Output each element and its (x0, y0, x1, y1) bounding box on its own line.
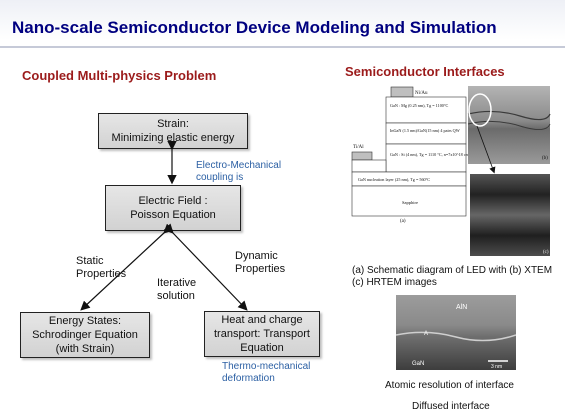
scale-label: 3 nm (491, 364, 502, 370)
thermo-mechanical-note: Thermo-mechanical deformation (222, 361, 310, 385)
zoom-ellipse (468, 93, 492, 127)
layer-sapphire (351, 185, 467, 217)
heat-transport-box: Heat and charge transport: Transport Equ… (204, 311, 320, 357)
field-energy-arrow (80, 223, 174, 311)
top-contact-label: Ni/Au (415, 91, 428, 96)
electro-note-line1: Electro-Mechanical (196, 160, 282, 171)
energy-states-box: Energy States: Schrodinger Equation (wit… (20, 312, 150, 358)
layer-qw (385, 122, 467, 145)
strain-box-line2: Minimizing elastic energy (111, 132, 235, 144)
layer-n-gan (385, 143, 467, 173)
heat-box-line1: Heat and charge (221, 314, 303, 326)
heat-box-line3: Equation (240, 342, 284, 354)
led-caption-line2: (c) HRTEM images (352, 277, 437, 288)
electro-mechanical-note: Electro-Mechanical coupling is (196, 160, 281, 184)
title-divider (0, 46, 565, 48)
coupled-problem-heading: Coupled Multi-physics Problem (22, 68, 217, 83)
interface-tem-image: AlN A GaN 3 nm (396, 295, 516, 370)
layer3-label: GaN : Si (4 nm), Tg = 1110 °C, n=7x10^18… (390, 152, 474, 158)
layer2-label: InGaN (1.5 nm)/GaN(15 nm) 4 pairs QW (390, 128, 460, 133)
aln-label: AlN (456, 304, 467, 311)
energy-box-line3: (with Strain) (55, 343, 115, 355)
electric-field-box: Electric Field : Poisson Equation (105, 185, 241, 231)
gan-label: GaN (412, 361, 424, 367)
substrate-label: Sapphire (402, 200, 418, 205)
led-figure: Ni/Au GaN : Mg (0.25 nm), Tg = 1100°C In… (344, 84, 554, 262)
zoom-arrow (476, 125, 496, 174)
side-contact (351, 151, 373, 161)
field-box-line1: Electric Field : (138, 195, 208, 207)
interface-marker: A (424, 331, 428, 337)
hrtem-image (470, 174, 550, 256)
panel-c-label: (c) (543, 250, 549, 255)
field-transport-arrow (163, 223, 248, 311)
panel-a-label: (a) (400, 219, 406, 224)
energy-box-line2: Schrodinger Equation (32, 329, 138, 341)
top-contact (390, 86, 414, 98)
interfaces-heading: Semiconductor Interfaces (345, 64, 505, 79)
led-caption: (a) Schematic diagram of LED with (b) XT… (352, 265, 552, 289)
led-caption-line1: (a) Schematic diagram of LED with (b) XT… (352, 265, 553, 276)
n-gan-step (351, 159, 387, 173)
strain-box-line1: Strain: (157, 118, 189, 130)
layer4-label: GaN nucleation layer (25 nm), Tg = 560°C (358, 177, 430, 183)
diffused-caption: Diffused interface (412, 401, 490, 412)
thermo-note-line1: Thermo-mechanical (222, 361, 311, 372)
panel-b-label: (b) (542, 156, 548, 161)
layer1-label: GaN : Mg (0.25 nm), Tg = 1100°C (390, 103, 449, 109)
heat-box-line2: transport: Transport (214, 328, 310, 340)
atomic-caption: Atomic resolution of interface (385, 380, 514, 391)
thermo-note-line2: deformation (222, 373, 275, 384)
side-contact-label: Ti/Al (353, 145, 364, 150)
energy-box-line1: Energy States: (48, 315, 122, 327)
slide-title: Nano-scale Semiconductor Device Modeling… (12, 18, 497, 37)
layer-p-gan (385, 96, 467, 124)
electro-note-line2: coupling is (196, 172, 244, 183)
xtem-image (468, 86, 550, 164)
field-box-line2: Poisson Equation (130, 209, 216, 221)
